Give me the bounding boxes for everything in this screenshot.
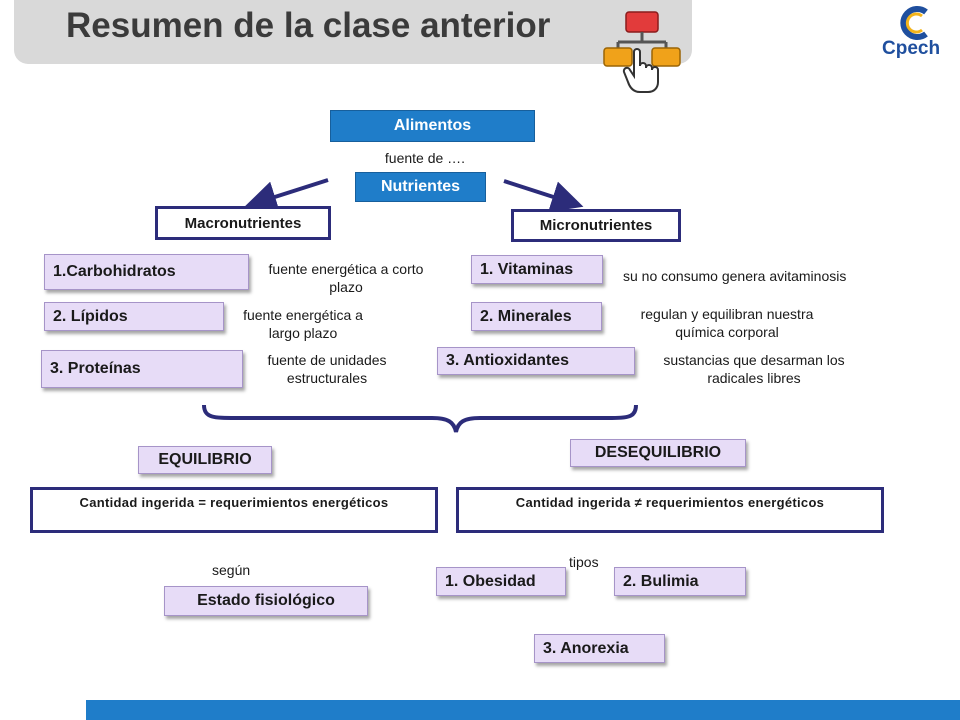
lipidos-desc: fuente energética a largo plazo (243, 307, 363, 341)
logo-text: Cpech (882, 38, 941, 59)
desequilibrio-box: DESEQUILIBRIO (570, 439, 746, 467)
alimentos-box: Alimentos (330, 110, 535, 142)
cpech-logo: Cpech (878, 4, 954, 60)
obesidad-box: 1. Obesidad (436, 567, 566, 596)
cpech-logo-icon (900, 6, 928, 40)
equilibrio-box: EQUILIBRIO (138, 446, 272, 474)
antioxidantes-desc: sustancias que desarman los radicales li… (663, 352, 845, 386)
footer-bar (86, 700, 960, 720)
arrow-to-macronutrientes (244, 178, 329, 213)
title-bar (14, 0, 692, 64)
hand-click-flowchart-icon (603, 11, 681, 93)
macronutrientes-box: Macronutrientes (155, 206, 331, 240)
carbohidratos-desc: fuente energética a corto plazo (268, 261, 424, 295)
curly-brace (202, 404, 638, 433)
equilibrio-formula-box: Cantidad ingerida = requerimientos energ… (30, 487, 438, 533)
minerales-desc: regulan y equilibran nuestra química cor… (640, 306, 814, 340)
vitaminas-box: 1. Vitaminas (471, 255, 603, 284)
arrow-to-micronutrientes (503, 179, 584, 213)
anorexia-box: 3. Anorexia (534, 634, 665, 663)
micronutrientes-box: Micronutrientes (511, 209, 681, 242)
estado-fisiologico-box: Estado fisiológico (164, 586, 368, 616)
nutrientes-box: Nutrientes (355, 172, 486, 202)
bulimia-box: 2. Bulimia (614, 567, 746, 596)
page-title: Resumen de la clase anterior (66, 6, 551, 45)
vitaminas-desc: su no consumo genera avitaminosis (623, 268, 847, 284)
tipos-label: tipos (569, 554, 599, 570)
antioxidantes-box: 3. Antioxidantes (437, 347, 635, 375)
proteinas-desc: fuente de unidades estructurales (267, 352, 387, 386)
segun-label: según (212, 562, 251, 578)
carbohidratos-box: 1.Carbohidratos (44, 254, 249, 290)
proteinas-box: 3. Proteínas (41, 350, 243, 388)
lipidos-box: 2. Lípidos (44, 302, 224, 331)
desequilibrio-formula-box: Cantidad ingerida ≠ requerimientos energ… (456, 487, 884, 533)
minerales-box: 2. Minerales (471, 302, 602, 331)
fuente-de-label: fuente de …. (384, 150, 466, 166)
